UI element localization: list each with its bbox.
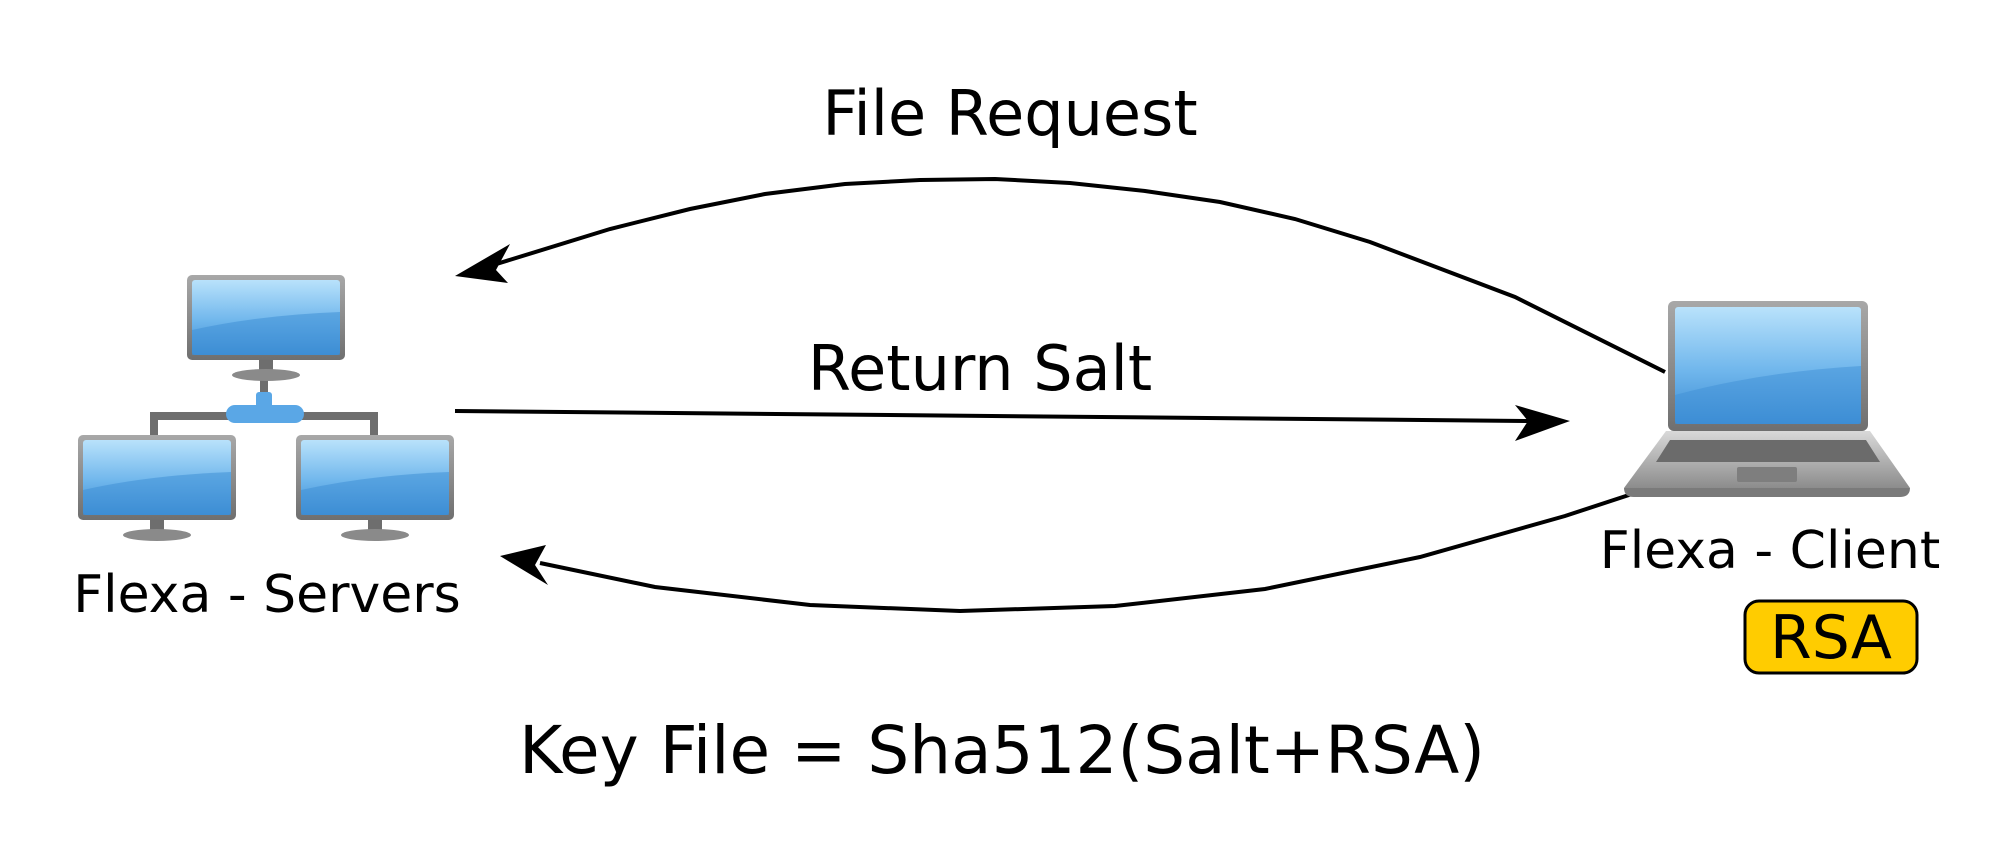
server-monitor-top bbox=[187, 275, 345, 381]
return-salt-label: Return Salt bbox=[808, 332, 1152, 405]
servers-label: Flexa - Servers bbox=[73, 565, 461, 625]
server-monitor-right bbox=[296, 435, 454, 541]
return-salt-arrow bbox=[454, 405, 1570, 441]
key-file-formula: Key File = Sha512(Salt+RSA) bbox=[519, 712, 1485, 789]
network-hub bbox=[226, 405, 304, 423]
file-request-label: File Request bbox=[822, 77, 1197, 150]
laptop-icon bbox=[1624, 301, 1910, 497]
rsa-badge: RSA bbox=[1743, 599, 1919, 675]
file-request-arrow bbox=[455, 176, 1666, 374]
server-network-icon bbox=[78, 275, 454, 541]
server-monitor-left bbox=[78, 435, 236, 541]
rsa-badge-label: RSA bbox=[1770, 603, 1892, 673]
key-return-arrow bbox=[500, 492, 1633, 614]
client-label: Flexa - Client bbox=[1600, 521, 1940, 581]
